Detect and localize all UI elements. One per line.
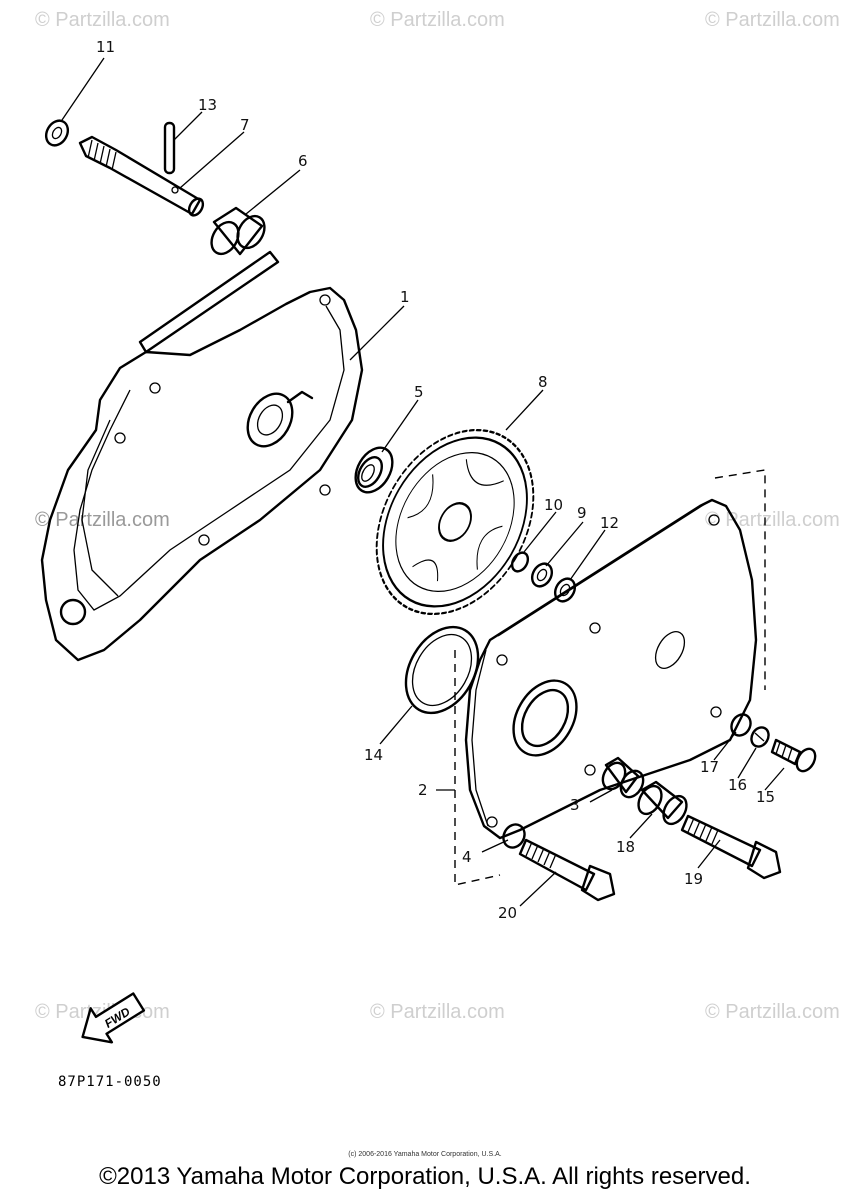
part-18-collar	[637, 780, 688, 826]
part-7-shaft	[78, 135, 205, 217]
watermark: © Partzilla.com	[370, 1001, 505, 1023]
callout-16: 16	[728, 776, 747, 794]
part-14-o-ring	[404, 625, 480, 715]
callout-19: 19	[684, 870, 703, 888]
callout-15: 15	[756, 788, 775, 806]
callout-2: 2	[418, 781, 428, 799]
callout-12: 12	[600, 514, 619, 532]
part-2-cover-plate	[454, 469, 766, 886]
part-17-washer	[730, 713, 752, 737]
watermark: © Partzilla.com	[35, 9, 170, 31]
watermark: © Partzilla.com	[705, 9, 840, 31]
small-copyright: (c) 2006-2016 Yamaha Motor Corporation, …	[348, 1151, 502, 1158]
watermarks: © Partzilla.com © Partzilla.com © Partzi…	[35, 9, 840, 1023]
part-6-bushing	[210, 206, 266, 256]
copyright-notice: ©2013 Yamaha Motor Corporation, U.S.A. A…	[99, 1163, 751, 1190]
part-16-lock-washer	[750, 726, 770, 748]
part-9-washer	[530, 562, 554, 588]
callout-labels: 11 13 7 6 1 5 8 10 9 12 14 2 3 4 18 19 2…	[96, 38, 775, 922]
part-3-collar	[601, 756, 645, 799]
watermark: © Partzilla.com	[35, 509, 170, 531]
callout-4: 4	[462, 848, 472, 866]
callout-14: 14	[364, 746, 383, 764]
part-10-washer	[510, 551, 530, 573]
part-5-seal	[354, 446, 394, 494]
part-4-collar	[502, 823, 526, 849]
callout-1: 1	[400, 288, 410, 306]
part-15-bolt	[770, 738, 817, 773]
part-12-washer	[553, 577, 577, 603]
callout-5: 5	[414, 383, 424, 401]
callout-9: 9	[577, 504, 587, 522]
callout-20: 20	[498, 904, 517, 922]
leader-lines	[61, 57, 785, 907]
callout-8: 8	[538, 373, 548, 391]
callout-10: 10	[544, 496, 563, 514]
watermark: © Partzilla.com	[705, 1001, 840, 1023]
part-20-bolt	[518, 838, 616, 902]
part-13-pin	[163, 121, 176, 175]
watermark: © Partzilla.com	[705, 509, 840, 531]
callout-7: 7	[240, 116, 250, 134]
part-8-gear	[375, 428, 535, 616]
watermark: © Partzilla.com	[370, 9, 505, 31]
callout-13: 13	[198, 96, 217, 114]
callout-11: 11	[96, 38, 115, 56]
diagram-code: 87P171-0050	[58, 1074, 162, 1090]
callout-18: 18	[616, 838, 635, 856]
callout-3: 3	[570, 796, 580, 814]
part-19-bolt	[680, 814, 782, 880]
part-11-washer	[44, 119, 70, 147]
part-1-cover	[40, 250, 364, 662]
callout-17: 17	[700, 758, 719, 776]
callout-6: 6	[298, 152, 308, 170]
